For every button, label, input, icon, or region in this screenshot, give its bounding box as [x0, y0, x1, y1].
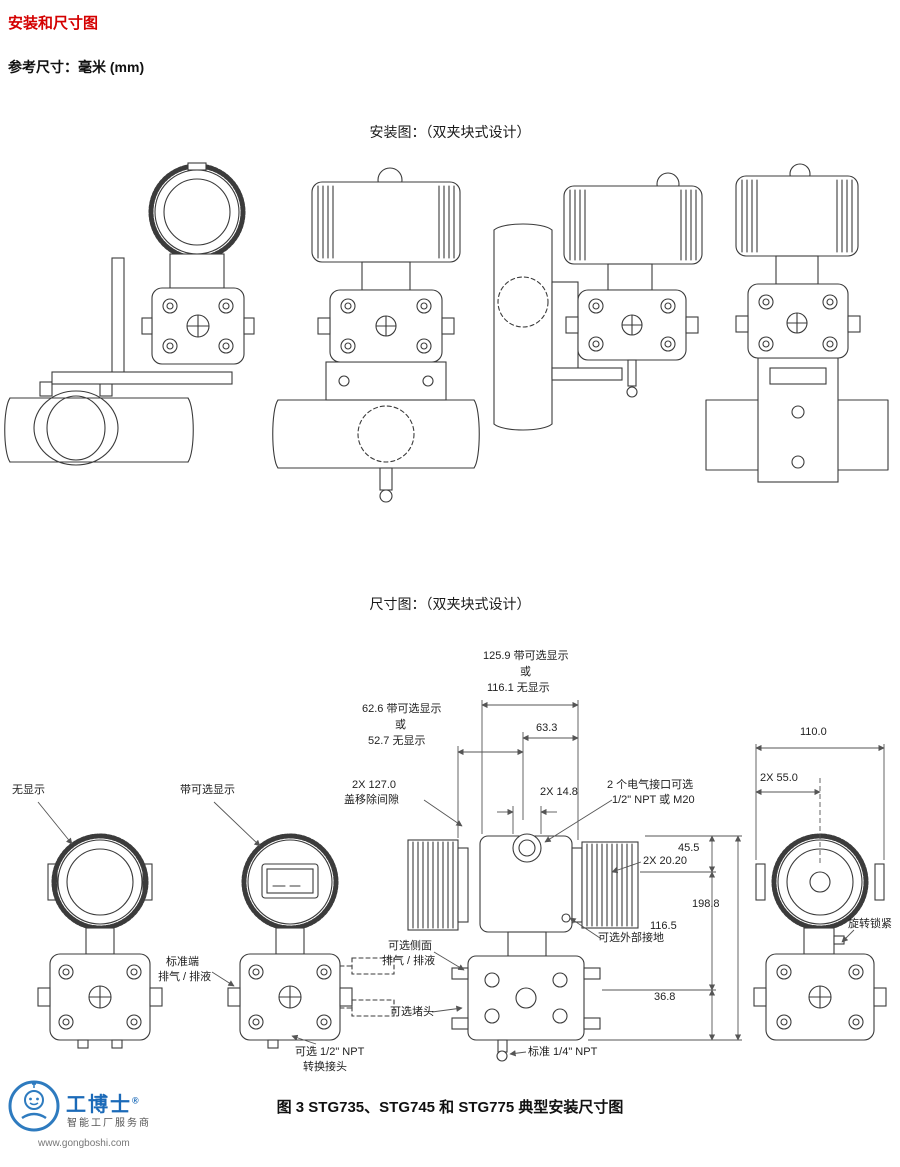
watermark: 工博士® 智能工厂服务商 www.gongboshi.com	[8, 1078, 208, 1158]
dim-14-8-label: 2X 14.8	[540, 786, 578, 798]
side-vent-label-line2: 排气 / 排液	[382, 955, 436, 967]
std-vent-label-line2: 排气 / 排液	[158, 971, 212, 983]
rotate-lock-label: 旋转锁紧	[848, 918, 892, 930]
dim-116-1-label: 116.1 无显示	[487, 682, 550, 694]
dim-63-3-label: 63.3	[536, 722, 558, 734]
dim-127-0-label: 2X 127.0	[352, 779, 397, 791]
mounting-view-side-bracket	[4, 162, 255, 466]
figure-caption: 图 3 STG735、STG745 和 STG775 典型安装尺寸图	[276, 1099, 624, 1116]
dim-127-0-sublabel: 盖移除间隙	[344, 794, 399, 806]
dim-or-label-1: 或	[520, 666, 531, 678]
dimension-view-rear	[753, 833, 887, 1041]
conduit-label-line1: 2 个电气接口可选	[607, 779, 694, 791]
dimension-lines	[37, 700, 885, 1057]
dim-116-5-label: 116.5	[650, 920, 677, 932]
mounting-view-front-horizontal-pipe	[272, 167, 480, 503]
reference-units-note: 参考尺寸：毫米 (mm)	[8, 59, 145, 75]
dim-52-7-label: 52.7 无显示	[368, 735, 426, 747]
gongboshi-logo-icon	[8, 1080, 60, 1132]
plug-label: 可选堵头	[390, 1006, 434, 1018]
dim-45-5-label: 45.5	[678, 842, 700, 854]
dimension-view-with-display	[227, 833, 395, 1049]
dim-or-label-2: 或	[395, 719, 406, 731]
dim-198-8-label: 198.8	[692, 898, 720, 910]
dim-110-0-label: 110.0	[800, 726, 827, 738]
dim-125-9-label: 125.9 带可选显示	[483, 650, 569, 662]
dimension-view-center	[407, 833, 639, 1062]
page-title: 安装和尺寸图	[8, 15, 99, 32]
dim-62-6-label: 62.6 带可选显示	[362, 703, 442, 715]
adapter-label-line1: 可选 1/2" NPT	[295, 1046, 365, 1058]
conduit-label-line2: 1/2" NPT 或 M20	[612, 794, 695, 806]
adapter-label-line2: 转换接头	[303, 1061, 347, 1073]
side-vent-label-line1: 可选侧面	[388, 940, 432, 952]
std-vent-label-line1: 标准端	[166, 956, 199, 968]
dim-36-8-label: 36.8	[654, 991, 676, 1003]
registered-mark: ®	[132, 1095, 141, 1106]
npt-quarter-label: 标准 1/4" NPT	[528, 1046, 598, 1058]
watermark-brand: 工博士®	[66, 1094, 141, 1116]
dimension-diagram-title: 尺寸图：（双夹块式设计）	[369, 596, 531, 612]
with-display-label: 带可选显示	[180, 784, 235, 796]
mounting-view-rear-plate	[705, 163, 889, 483]
watermark-url: www.gongboshi.com	[38, 1138, 130, 1149]
watermark-tagline: 智能工厂服务商	[67, 1118, 151, 1129]
mounting-view-vertical-pipe	[493, 172, 703, 431]
dim-20-20-label: 2X 20.20	[643, 855, 688, 867]
mounting-diagram-title: 安装图：（双夹块式设计）	[369, 124, 531, 140]
dimension-view-no-display	[37, 833, 163, 1049]
dim-55-0-label: 2X 55.0	[760, 772, 798, 784]
no-display-label: 无显示	[12, 784, 45, 796]
external-ground-label: 可选外部接地	[598, 932, 664, 944]
